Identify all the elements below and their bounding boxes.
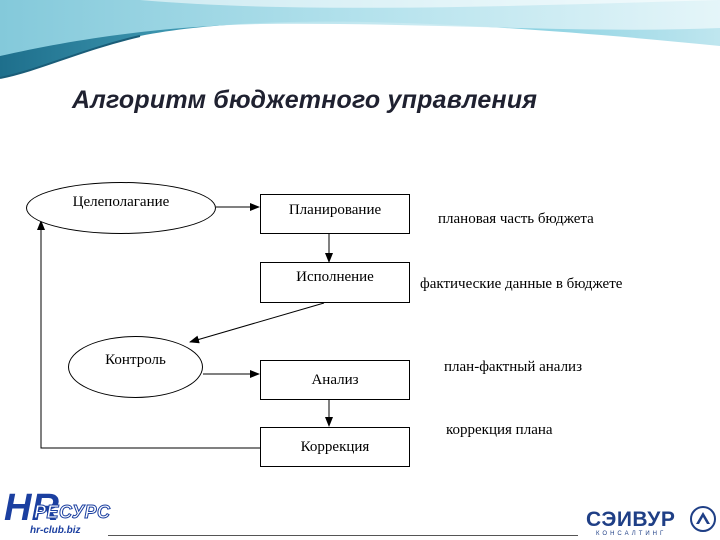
hr-logo-letters: HR	[4, 487, 59, 529]
budget-algorithm-diagram: Целеполагание Планирование Исполнение Ко…	[24, 176, 696, 467]
node-execution: Исполнение	[260, 262, 410, 303]
saviour-logo-name: СЭИВУР	[586, 508, 676, 531]
node-goal-setting: Целеполагание	[26, 182, 216, 234]
saviour-emblem-icon	[690, 506, 716, 532]
saviour-logo: СЭИВУР КОНСАЛТИНГ	[586, 500, 720, 540]
hr-logo-site: hr-club.biz	[30, 525, 81, 536]
header-decoration	[0, 0, 720, 79]
node-planning: Планирование	[260, 194, 410, 234]
node-analysis: Анализ	[260, 360, 410, 400]
note-planning: плановая часть бюджета	[438, 211, 594, 227]
arrow-correction-to-goal	[37, 220, 260, 449]
saviour-logo-subtitle: КОНСАЛТИНГ	[596, 531, 667, 537]
footer-divider	[108, 535, 578, 536]
hr-resurs-logo: HR РЕСУРС hr-club.biz	[4, 488, 114, 540]
node-control: Контроль	[68, 336, 203, 398]
note-analysis: план-фактный анализ	[444, 359, 583, 375]
hr-logo-word: РЕСУРС	[34, 502, 111, 523]
diagram-connectors	[37, 203, 333, 449]
node-correction: Коррекция	[260, 427, 410, 467]
page-title: Алгоритм бюджетного управления	[72, 86, 538, 114]
arrow-execution-to-control	[189, 302, 325, 344]
note-execution: фактические данные в бюджете	[420, 276, 623, 292]
note-correction: коррекция плана	[446, 422, 553, 438]
